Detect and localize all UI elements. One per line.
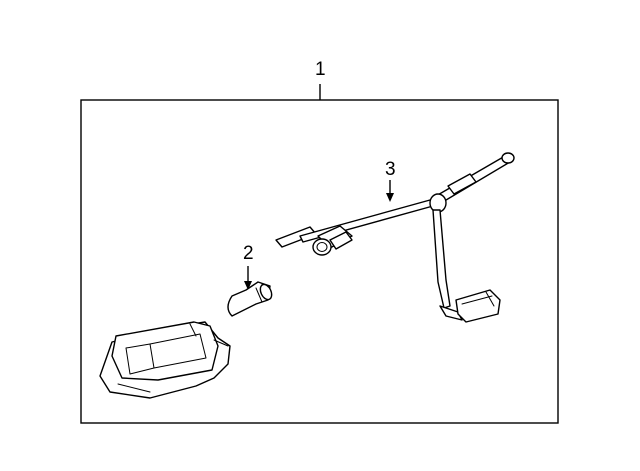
callout-1-label: 1 (315, 59, 326, 80)
callout-2-arrow (244, 266, 252, 290)
callout-3-label: 3 (385, 159, 396, 180)
bulb (227, 281, 273, 317)
callout-2-label: 2 (243, 243, 254, 264)
lamp-housing (99, 321, 231, 399)
wiring-harness (275, 152, 515, 323)
callout-3-arrow (386, 180, 394, 202)
